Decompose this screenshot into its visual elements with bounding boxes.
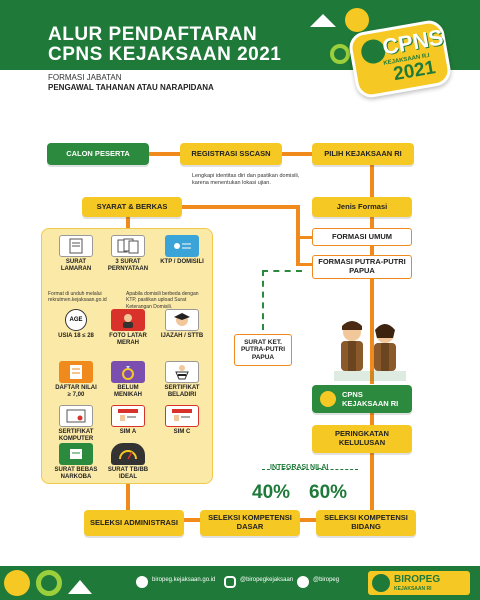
pct-dasar: 40% bbox=[252, 482, 291, 503]
footer-twitter[interactable]: @biropeg bbox=[313, 577, 340, 583]
title-line-2: CPNS KEJAKSAAN 2021 bbox=[48, 44, 282, 65]
documents-icon bbox=[111, 235, 145, 257]
formasi-label: FORMASI JABATAN bbox=[48, 73, 122, 82]
footer: biropeg.kejaksaan.go.id @biropegkejaksaa… bbox=[0, 566, 480, 600]
officers-illustration bbox=[330, 318, 410, 384]
triangle-decoration bbox=[310, 14, 336, 27]
footer-website[interactable]: biropeg.kejaksaan.go.id bbox=[152, 577, 216, 583]
connector-syarat bbox=[180, 205, 300, 209]
graduation-icon bbox=[165, 309, 199, 331]
report-icon bbox=[59, 361, 93, 383]
license-a-icon bbox=[111, 405, 145, 427]
age-icon: AGE bbox=[65, 309, 87, 331]
step-seleksi-bidang: SELEKSI KOMPETENSI BIDANG bbox=[316, 510, 416, 536]
id-card-icon bbox=[165, 235, 199, 257]
req-sim-c: SIM C bbox=[160, 405, 204, 436]
connector-panel-bottom bbox=[126, 484, 130, 510]
instagram-icon bbox=[224, 576, 236, 588]
martial-arts-icon bbox=[165, 361, 199, 383]
req-belum-menikah: BELUM MENIKAH bbox=[106, 361, 150, 399]
note-domisili: Apabila domisili berbeda dengan KTP, pas… bbox=[126, 291, 199, 310]
step-jenis-formasi: Jenis Formasi bbox=[312, 197, 412, 217]
note-surat-papua: SURAT KET. PUTRA-PUTRI PAPUA bbox=[234, 334, 292, 366]
document-icon bbox=[59, 235, 93, 257]
footer-instagram[interactable]: @biropegkejaksaan bbox=[240, 577, 294, 583]
scale-icon bbox=[111, 443, 145, 465]
ring-decoration bbox=[330, 44, 350, 64]
officers-icon bbox=[334, 321, 406, 381]
req-surat-lamaran: SURAT LAMARAN bbox=[54, 235, 98, 273]
option-formasi-papua: FORMASI PUTRA-PUTRI PAPUA bbox=[312, 255, 412, 279]
note-registrasi: Lengkapi identitas diri dan pastikan dom… bbox=[192, 173, 300, 186]
integrasi-divider bbox=[262, 469, 358, 470]
biropeg-logo: BIROPEG KEJAKSAAN RI bbox=[368, 571, 470, 595]
ring-icon bbox=[111, 361, 145, 383]
twitter-icon bbox=[297, 576, 309, 588]
photo-icon bbox=[111, 309, 145, 331]
brand-name: BIROPEG bbox=[394, 574, 441, 585]
title-line-1: ALUR PENDAFTARAN bbox=[48, 24, 258, 45]
step-registrasi: REGISTRASI SSCASN bbox=[180, 143, 282, 165]
connector-right-lower bbox=[370, 390, 374, 520]
papua-dashed-line bbox=[262, 270, 302, 330]
option-formasi-umum: FORMASI UMUM bbox=[312, 228, 412, 246]
step-peringkatan: PERINGKATAN KELULUSAN bbox=[312, 425, 412, 453]
formasi-value: PENGAWAL TAHANAN ATAU NARAPIDANA bbox=[48, 83, 214, 92]
note-format: Format di unduh melalui rekrutmen.kejaks… bbox=[48, 291, 107, 304]
step-calon-peserta: CALON PESERTA bbox=[47, 143, 149, 165]
connector-formasi bbox=[296, 205, 300, 265]
circle-decoration bbox=[4, 570, 30, 596]
circle-decoration bbox=[345, 8, 369, 32]
cpns-label: CPNS bbox=[342, 390, 363, 399]
req-sim-a: SIM A bbox=[106, 405, 150, 436]
req-daftar-nilai: DAFTAR NILAI ≥ 7,00 bbox=[54, 361, 98, 399]
requirements-panel: SURAT LAMARAN 3 SURAT PERNYATAAN KTP / D… bbox=[41, 228, 213, 484]
drug-free-icon bbox=[59, 443, 93, 465]
brand-sub: KEJAKSAAN RI bbox=[394, 586, 432, 592]
req-usia: AGE USIA 18 ≤ 28 bbox=[54, 309, 98, 340]
req-sertifikat-beladiri: SERTIFIKAT BELADIRI bbox=[160, 361, 204, 399]
cpns-kejaksaan-box: CPNS KEJAKSAAN RI bbox=[312, 385, 412, 413]
kejaksaan-label: KEJAKSAAN RI bbox=[342, 399, 399, 408]
req-ijazah: IJAZAH / STTB bbox=[160, 309, 204, 340]
globe-icon bbox=[136, 576, 148, 588]
pct-bidang: 60% bbox=[309, 482, 348, 503]
step-syarat-berkas: SYARAT & BERKAS bbox=[82, 197, 182, 217]
license-c-icon bbox=[165, 405, 199, 427]
integrasi-label: INTEGRASI NILAI bbox=[270, 464, 329, 471]
emblem-icon bbox=[320, 391, 336, 407]
connector-panel bbox=[126, 216, 130, 230]
req-foto: FOTO LATAR MERAH bbox=[106, 309, 150, 347]
req-sertifikat-komputer: SERTIFIKAT KOMPUTER bbox=[54, 405, 98, 443]
step-seleksi-dasar: SELEKSI KOMPETENSI DASAR bbox=[200, 510, 300, 536]
step-pilih-kejaksaan: PILIH KEJAKSAAN RI bbox=[312, 143, 414, 165]
triangle-decoration bbox=[68, 580, 92, 594]
req-tb-bb: SURAT TB/BB IDEAL bbox=[106, 443, 150, 481]
connector-umum bbox=[296, 236, 316, 239]
req-surat-pernyataan: 3 SURAT PERNYATAAN bbox=[106, 235, 150, 273]
req-ktp: KTP / DOMISILI bbox=[160, 235, 204, 266]
step-seleksi-administrasi: SELEKSI ADMINISTRASI bbox=[84, 510, 184, 536]
connector-papua bbox=[296, 263, 316, 266]
ring-decoration bbox=[36, 570, 62, 596]
req-bebas-narkoba: SURAT BEBAS NARKOBA bbox=[54, 443, 98, 481]
emblem-icon bbox=[372, 574, 390, 592]
certificate-icon bbox=[59, 405, 93, 427]
